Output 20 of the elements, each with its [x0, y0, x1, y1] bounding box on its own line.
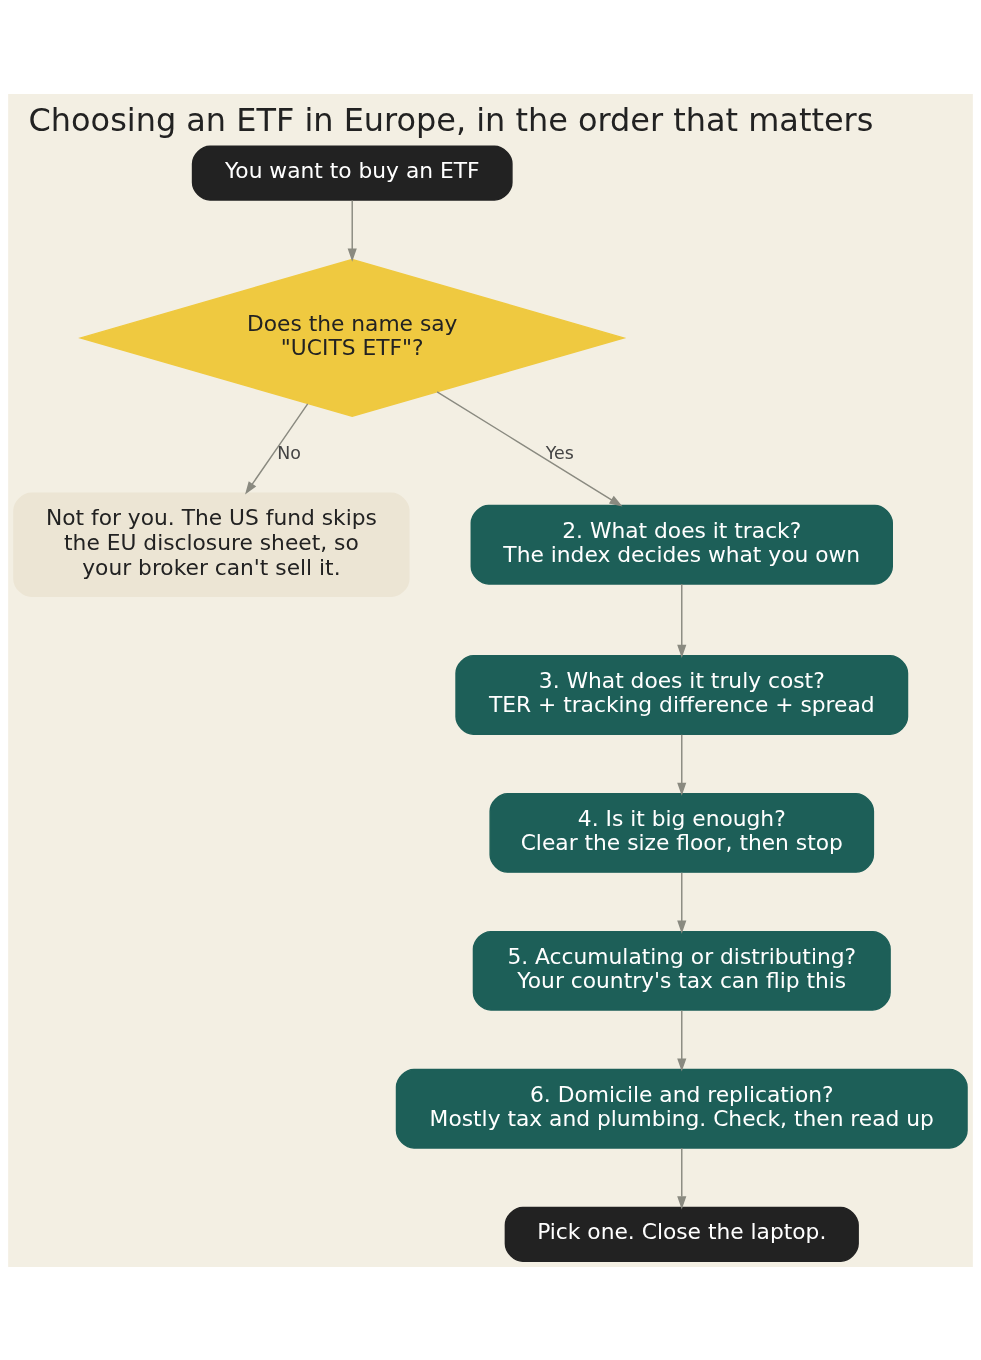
arrow — [347, 199, 357, 262]
arrow — [677, 1147, 687, 1209]
arrow — [677, 1009, 687, 1072]
edge-label: Yes — [545, 442, 574, 463]
arrow — [677, 582, 687, 658]
node-box: You want to buy an ETF — [191, 145, 513, 201]
node-box: 3. What does it truly cost? TER + tracking difference + spread — [455, 654, 909, 735]
node-box: 2. What does it track? The index decides what you own — [470, 504, 893, 585]
node-box: 6. Domicile and replication? Mostly tax and plumbing. Check, then read up — [395, 1068, 968, 1149]
diagram-title: Choosing an ETF in Europe, in the order that matters — [28, 100, 874, 139]
node-box: 5. Accumulating or distributing? Your country's tax can flip this — [472, 930, 891, 1011]
arrow — [436, 390, 623, 507]
arrow — [677, 871, 687, 934]
node-box: Not for you. The US fund skips the EU disclosure sheet, so your broker can't sell it. — [13, 492, 410, 597]
edge-label: No — [277, 442, 301, 463]
node-box: 4. Is it big enough? Clear the size floor, then stop — [489, 792, 875, 873]
node-diamond: Does the name say "UCITS ETF"? — [78, 258, 627, 417]
arrow — [677, 733, 687, 796]
node-box: Pick one. Close the laptop. — [504, 1206, 859, 1262]
arrow — [245, 402, 309, 495]
